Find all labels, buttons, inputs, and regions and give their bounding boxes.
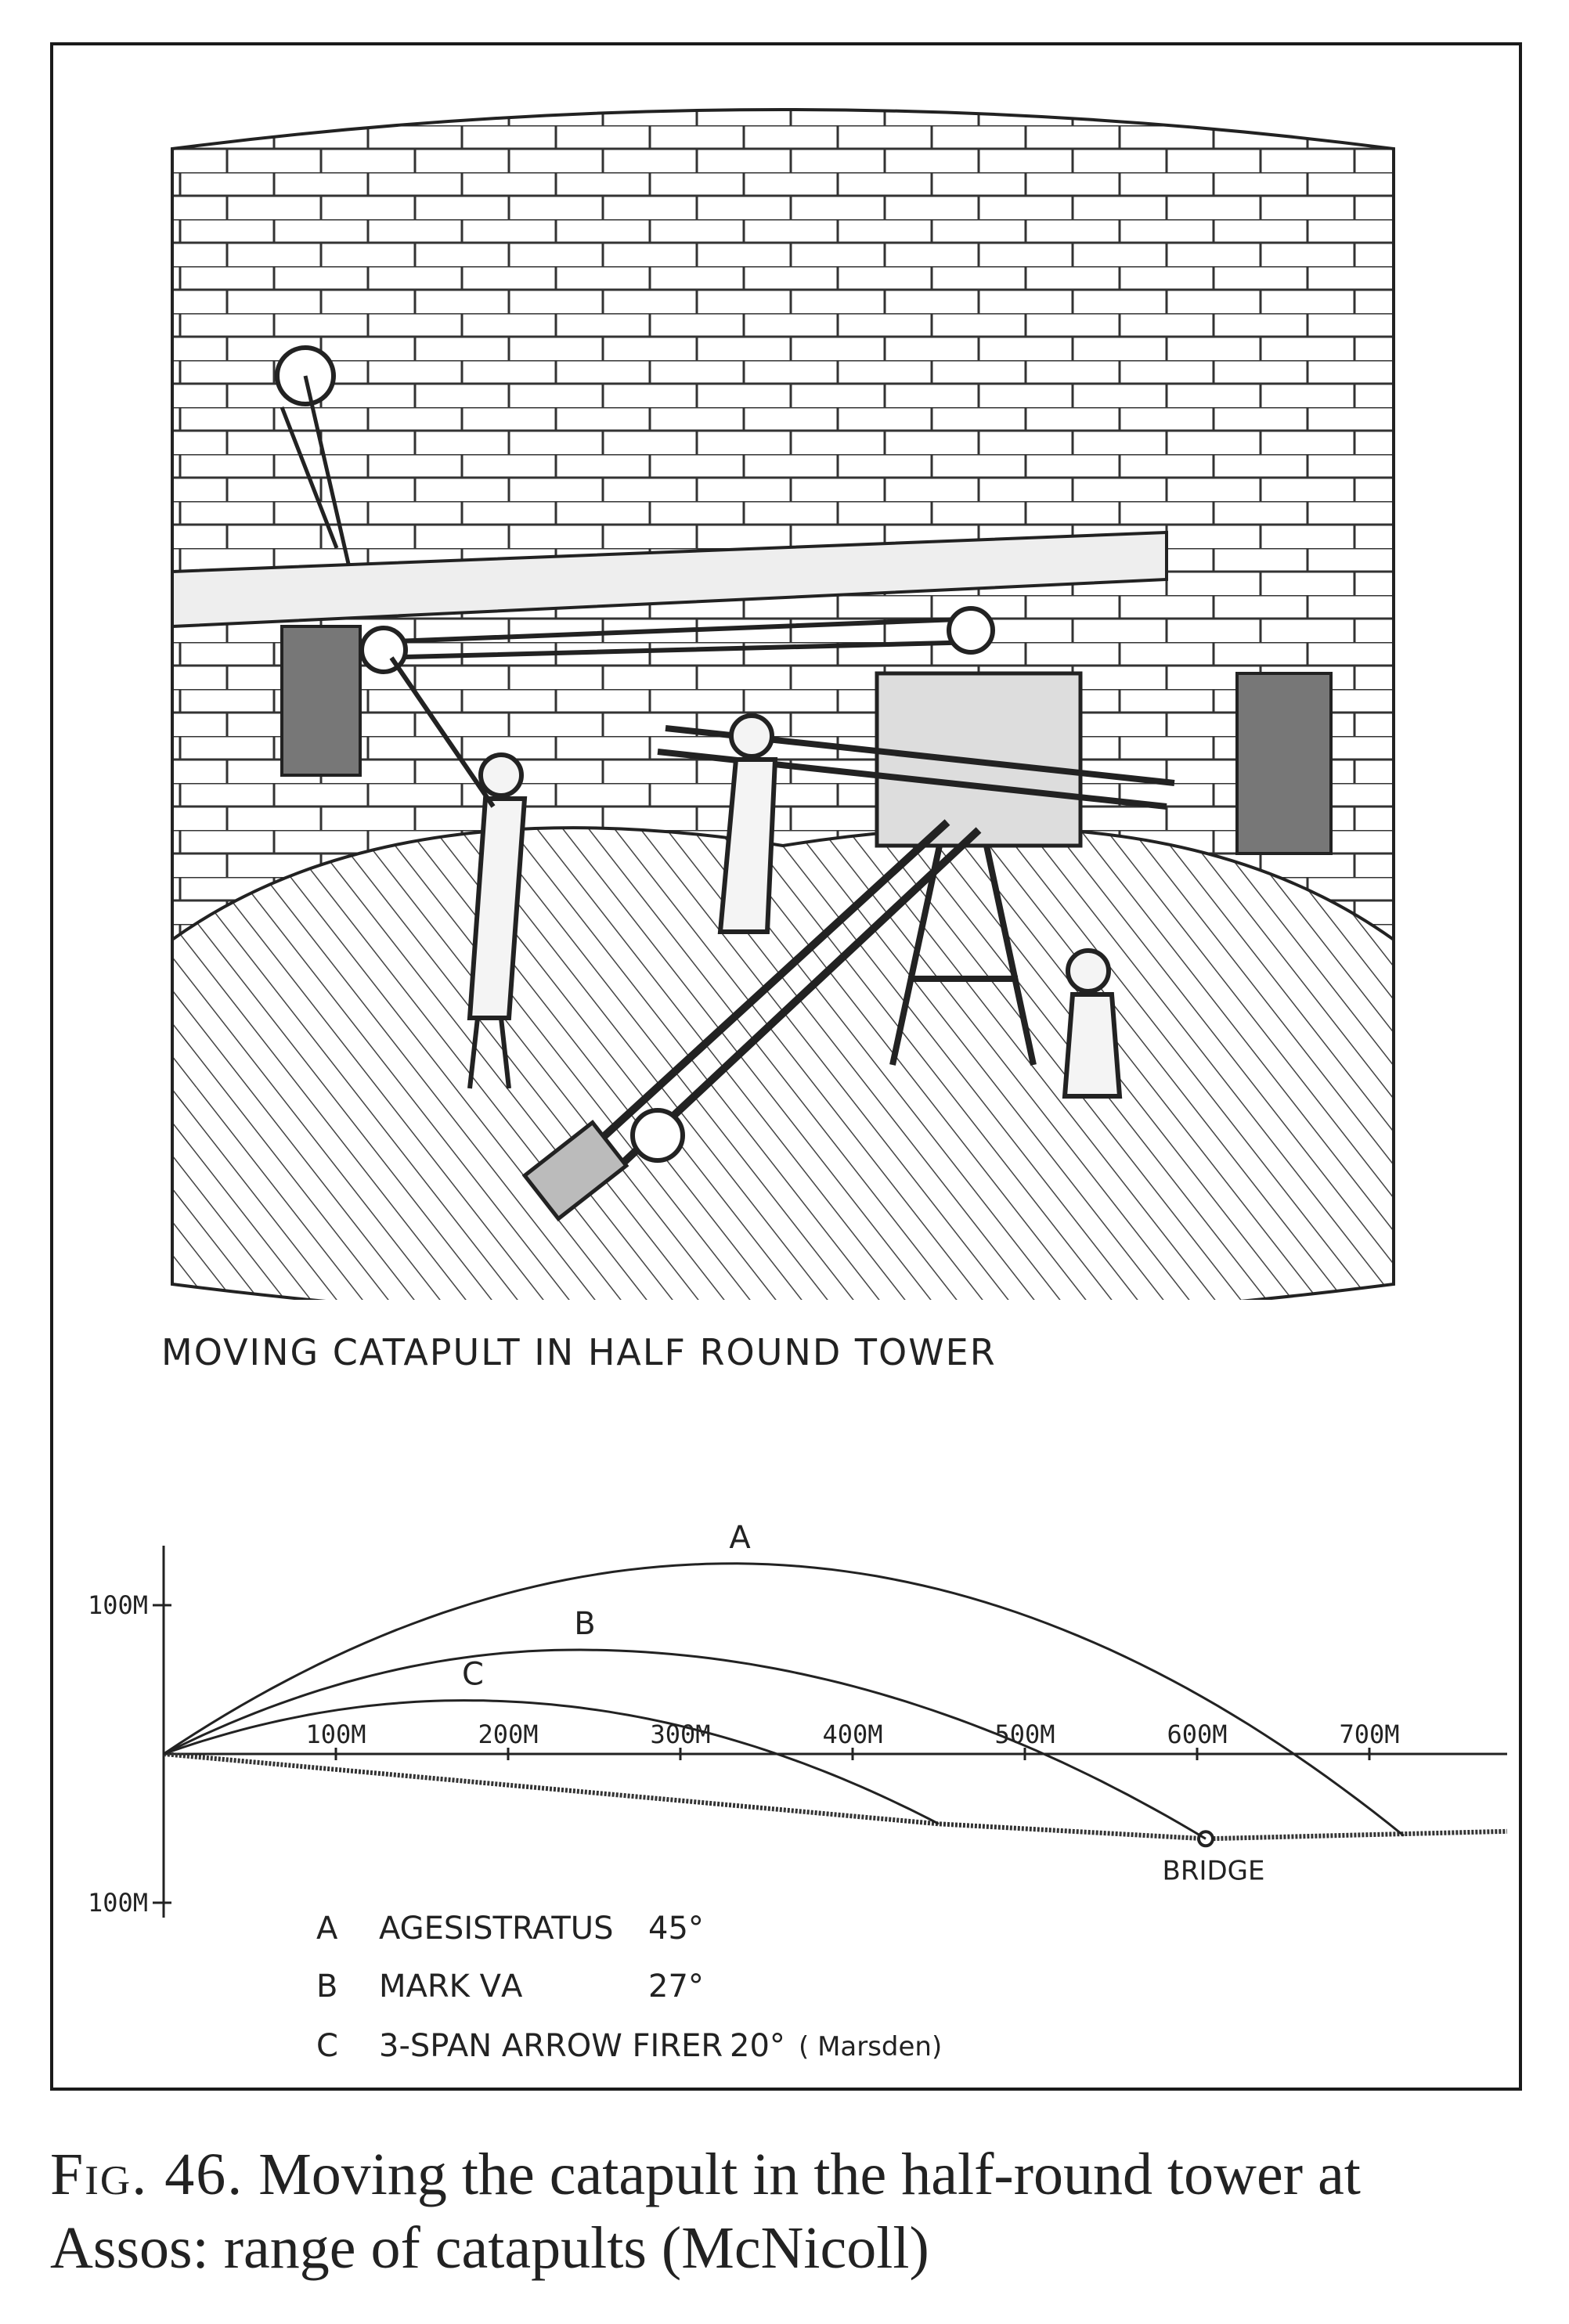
catapult-range-chart: 100M 200M 300M 400M 500M 600M 700M 100M 100M BRID… — [88, 1520, 1508, 1918]
soldier-pulling — [389, 656, 528, 1089]
slide-base — [521, 1120, 629, 1222]
x-tick-label: 700M — [1339, 1720, 1399, 1749]
illustration-title: MOVING CATAPULT IN HALF ROUND TOWER — [161, 1331, 997, 1373]
legend-b-label: MARK ⅤA — [379, 1969, 523, 2005]
ground-layer — [163, 1752, 1508, 1848]
label-layer: 100M 200M 300M 400M 500M 600M 700M 100M 100M BRID… — [88, 1520, 1400, 1918]
pulley-rope — [280, 375, 351, 565]
soldier-operator — [717, 713, 778, 934]
x-tick-label: 200M — [478, 1720, 538, 1749]
trajectory-label-c: C — [462, 1657, 484, 1693]
caption-text: Moving the catapult in the half-round to… — [50, 2142, 1361, 2281]
legend-a-angle: 45° — [648, 1911, 704, 1947]
y-tick-label: 100M — [88, 1590, 148, 1620]
x-tick-label: 500M — [994, 1720, 1055, 1749]
legend-c-label: 3-SPAN ARROW FIRER — [379, 2028, 723, 2064]
y-tick-label: 100M — [88, 1888, 148, 1918]
ground-line — [163, 1752, 1508, 1842]
legend-a-label: AGESISTRATUS — [379, 1911, 614, 1947]
tower-floor — [171, 826, 1395, 1300]
legend-c-note: ( Marsden) — [799, 2031, 943, 2062]
x-tick-label: 300M — [650, 1720, 710, 1749]
x-tick-label: 600M — [1167, 1720, 1227, 1749]
legend-b-angle: 27° — [648, 1969, 704, 2005]
trajectory-label-a: A — [729, 1520, 751, 1556]
catapult-tower-illustration — [171, 108, 1395, 1300]
legend-b: B MARK ⅤA 27° — [0, 1969, 1569, 2015]
left-window — [280, 625, 362, 777]
x-tick-label: 400M — [822, 1720, 882, 1749]
legend-b-letter: B — [316, 1969, 338, 2005]
soldier-crouching — [1062, 948, 1123, 1099]
catapult-trestle — [889, 845, 1037, 1066]
figure-frame — [50, 42, 1522, 2091]
legend-c-angle: 20° — [730, 2028, 785, 2064]
rope-pulley-right — [947, 606, 995, 655]
right-window — [1235, 672, 1333, 855]
trajectory-b — [163, 1648, 1207, 1840]
trajectory-label-b: B — [574, 1606, 595, 1642]
overhead-beam — [171, 530, 1168, 629]
bridge-label: BRIDGE — [1163, 1855, 1265, 1886]
legend-a: A AGESISTRATUS 45° — [0, 1911, 1569, 1958]
wheel — [630, 1108, 685, 1163]
legend-a-letter: A — [316, 1911, 338, 1947]
trajectory-c — [163, 1699, 940, 1825]
trajectory-layer — [163, 1562, 1405, 1840]
figure-caption: Fig. 46. Moving the catapult in the half… — [50, 2138, 1522, 2285]
chart-axes — [153, 1546, 1507, 1918]
legend-c: C 3-SPAN ARROW FIRER 20° ( Marsden) — [0, 2028, 1569, 2075]
haul-rope — [375, 616, 979, 660]
bridge-marker — [1197, 1830, 1214, 1848]
trajectory-a — [163, 1562, 1405, 1837]
x-tick-label: 100M — [305, 1720, 366, 1749]
figure-label: Fig. 46. — [50, 2142, 244, 2207]
legend-c-letter: C — [316, 2028, 338, 2064]
